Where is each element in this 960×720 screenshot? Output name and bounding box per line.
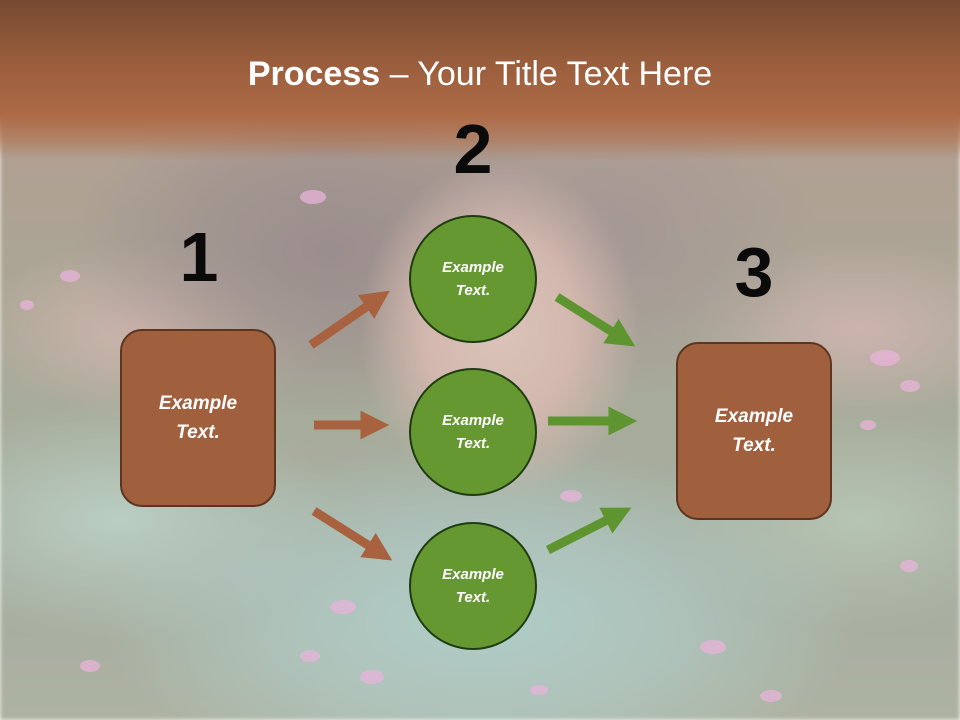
arrow-left-to-bottom — [311, 507, 393, 561]
arrow-top-to-right — [554, 293, 636, 347]
title-rest: – Your Title Text Here — [380, 55, 713, 93]
step-number-2: 2 — [453, 110, 493, 188]
slide-title: Process – Your Title Text Here — [0, 52, 960, 96]
arrow-left-to-top — [308, 290, 390, 349]
step-number-3: 3 — [734, 233, 774, 311]
title-band — [0, 0, 960, 160]
title-bold-part: Process — [247, 55, 381, 93]
arrow-bottom-to-right — [545, 507, 632, 555]
step-number-1: 1 — [179, 218, 219, 296]
